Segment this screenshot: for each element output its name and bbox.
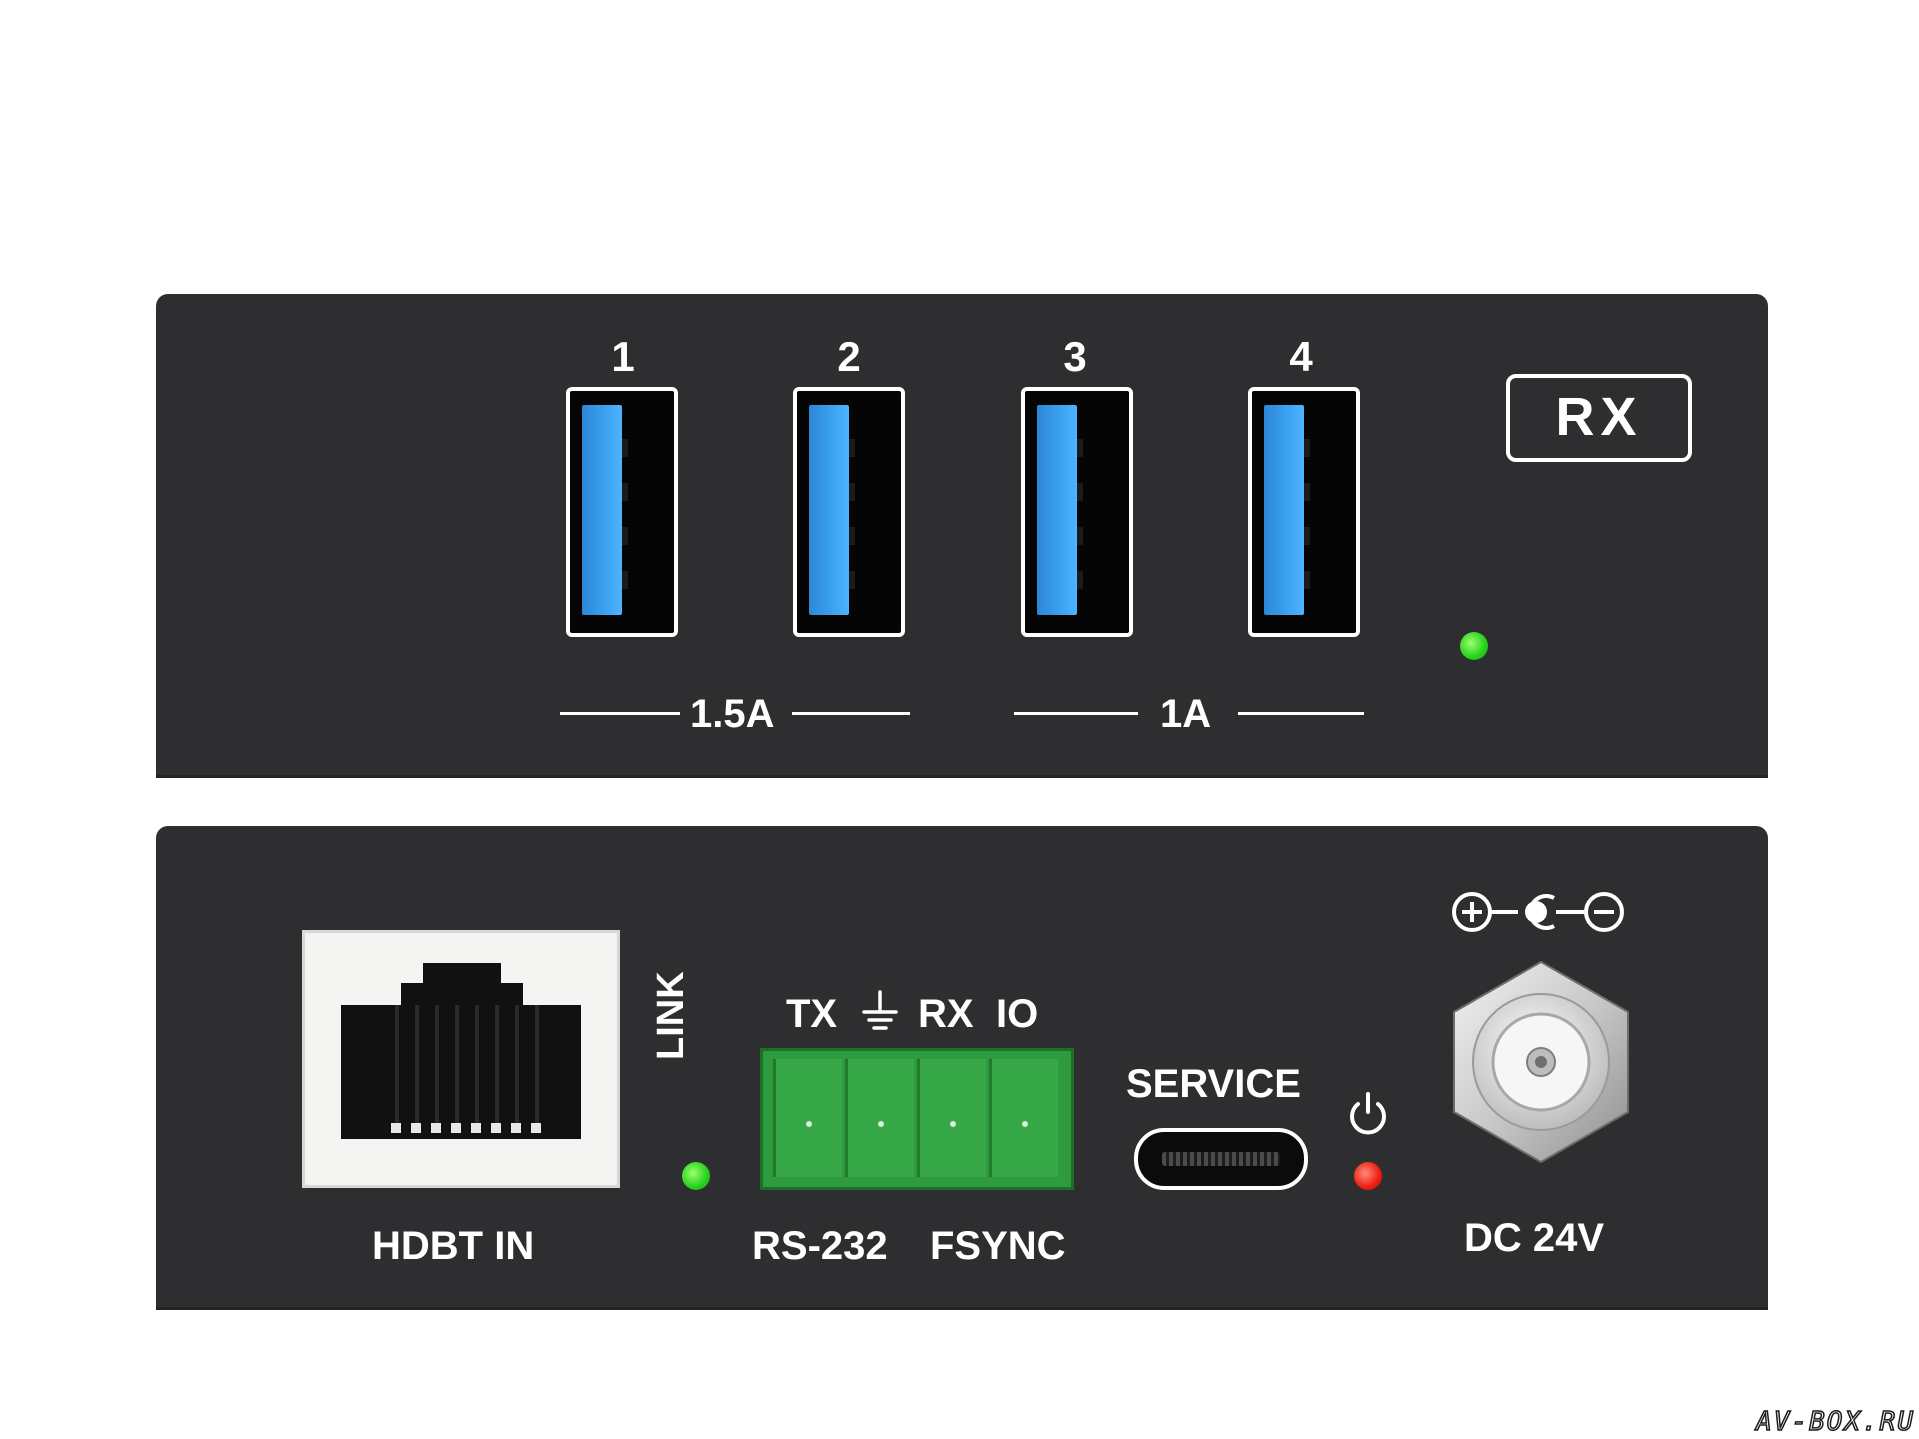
- service-usb-c-port[interactable]: [1134, 1128, 1308, 1190]
- dc-24v-label: DC 24V: [1464, 1216, 1605, 1260]
- front-panel: [156, 294, 1768, 778]
- current-rating-1a: 1A: [1160, 692, 1212, 736]
- usb-port-3[interactable]: [1021, 387, 1133, 637]
- dc-power-jack[interactable]: [1448, 958, 1634, 1166]
- rx-badge-label: RX: [1555, 387, 1643, 447]
- usb-port-number-1: 1: [611, 333, 635, 380]
- rs232-fsync-terminal-block[interactable]: [760, 1048, 1074, 1190]
- hdbt-in-label: HDBT IN: [372, 1224, 535, 1268]
- link-label: LINK: [650, 971, 692, 1060]
- current-rating-1-5a: 1.5A: [690, 692, 775, 736]
- pin-label-rx: RX: [918, 992, 974, 1036]
- power-icon: [1350, 1092, 1386, 1135]
- ground-icon: [862, 990, 898, 1030]
- pin-label-tx: TX: [786, 992, 838, 1036]
- link-led: [682, 1162, 710, 1190]
- dc-polarity-icon: [1452, 892, 1624, 932]
- power-led: [1354, 1162, 1382, 1190]
- usb-port-number-4: 4: [1289, 333, 1313, 380]
- usb-port-2[interactable]: [793, 387, 905, 637]
- usb-port-number-3: 3: [1063, 333, 1087, 380]
- rs232-label: RS-232: [752, 1224, 888, 1268]
- watermark: AV-BOX.RU: [1755, 1406, 1915, 1438]
- pin-label-io: IO: [996, 992, 1039, 1036]
- rating-bracket-left: [560, 712, 680, 715]
- rx-badge: RX: [1506, 374, 1692, 462]
- status-led: [1460, 632, 1488, 660]
- usb-port-4[interactable]: [1248, 387, 1360, 637]
- service-label: SERVICE: [1126, 1062, 1301, 1106]
- usb-port-1[interactable]: [566, 387, 678, 637]
- rating-bracket-left-2: [1014, 712, 1138, 715]
- hdbt-in-port[interactable]: [302, 930, 620, 1188]
- rating-bracket-right-2: [1238, 712, 1364, 715]
- usb-port-number-2: 2: [837, 333, 861, 380]
- rj45-jack-icon: [341, 963, 581, 1139]
- fsync-label: FSYNC: [930, 1224, 1066, 1268]
- rating-bracket-right: [792, 712, 910, 715]
